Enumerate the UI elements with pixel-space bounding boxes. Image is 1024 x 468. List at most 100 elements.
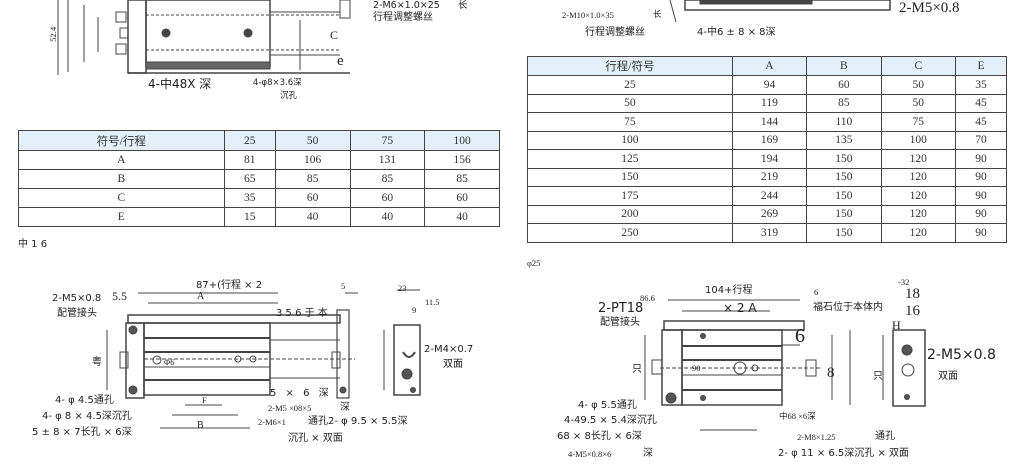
- top-left-cylinder-drawing: [57, 0, 351, 75]
- top-right-cylinder-drawing: [669, 0, 891, 23]
- screw-label-right: 行程调整螺丝: [585, 27, 645, 38]
- table-cell: 219: [731, 167, 808, 187]
- table-cell: 70: [955, 130, 1007, 150]
- dim-9: 9: [412, 305, 417, 315]
- through-hole-spec: 通孔2- φ 9.5 × 5.5深: [308, 416, 408, 427]
- label-a: A: [197, 291, 205, 302]
- table-cell: A: [18, 150, 225, 170]
- times2-a-label: × 2 A: [723, 301, 757, 315]
- hole-spec-right-4: 4-M5×0.8×6: [568, 449, 612, 459]
- table-cell: 35: [955, 75, 1007, 95]
- dim-height-label: 52.4: [48, 26, 59, 42]
- table-cell: E: [18, 207, 225, 227]
- screw-spec-label: 2-M6×1.0×25: [373, 0, 440, 11]
- dim-6-small: 6: [814, 287, 819, 297]
- table-cell: 106: [274, 150, 351, 170]
- table-cell: 90: [955, 223, 1007, 243]
- table-cell: 135: [806, 130, 882, 150]
- table-cell: 150: [806, 149, 882, 169]
- thread-spec-2: 2-M6×1: [258, 417, 286, 427]
- header-cell: B: [806, 56, 882, 76]
- dim-16: 16: [905, 303, 920, 319]
- table-cell: 119: [731, 93, 808, 113]
- screw-spec-label-right: 2-M10×1.0×35: [562, 10, 614, 20]
- table-cell: 269: [731, 204, 808, 224]
- total-length-label-right: 104+行程: [705, 285, 753, 296]
- header-cell: 50: [274, 130, 351, 151]
- table-cell: 90: [955, 149, 1007, 169]
- table-cell: 25: [527, 75, 733, 95]
- table-cell: 125: [527, 149, 733, 169]
- header-cell: 符号/行程: [18, 130, 225, 151]
- table-cell: 200: [527, 204, 733, 224]
- table-cell: 75: [880, 112, 957, 132]
- table-cell: 150: [806, 223, 882, 243]
- table-cell: 120: [880, 186, 957, 206]
- table-header-row: 符号/行程 25 50 75 100: [18, 130, 500, 151]
- table-cell: 156: [424, 150, 500, 170]
- hole-spec-right-1: 4- φ 5.5通孔: [578, 400, 637, 411]
- table-cell: 60: [424, 188, 500, 208]
- dia-6-label: Φ6: [164, 357, 175, 367]
- counterbore-spec: 沉孔 × 双面: [288, 433, 343, 444]
- table-cell: 45: [955, 112, 1007, 132]
- table-cell: 175: [527, 186, 733, 206]
- hole-spec-2: 4-φ8×3.6深: [253, 78, 302, 88]
- table-cell: 81: [223, 150, 276, 170]
- table-cell: 60: [806, 75, 882, 95]
- side-label-2: 只: [873, 371, 883, 382]
- port-label: 配管接头: [57, 308, 97, 319]
- table-cell: 85: [349, 169, 426, 189]
- table-cell: 94: [731, 75, 808, 95]
- side-label: 粤: [92, 357, 102, 368]
- table-cell: 90: [955, 167, 1007, 187]
- center-hole-spec: 中68 ×6深: [779, 411, 816, 421]
- table-cell: 50: [880, 93, 957, 113]
- hole-spec-right-2: 4-49.5 × 5.4深沉孔: [564, 415, 657, 426]
- hole-spec-right-3: 68 × 8长孔 × 6深: [557, 431, 642, 442]
- bottom-right-cylinder-drawing: [644, 299, 926, 431]
- table-cell: 131: [349, 150, 426, 170]
- side-both-label: 双面: [443, 359, 463, 370]
- label-f: F: [202, 395, 207, 405]
- table-cell: 194: [731, 149, 808, 169]
- dim-11-5: 11.5: [425, 297, 440, 307]
- counterbore-spec-right: 2- φ 11 × 6.5深沉孔 × 双面: [778, 448, 910, 459]
- header-cell: 行程/符号: [527, 56, 733, 76]
- table-cell: 120: [880, 149, 957, 169]
- bottom-left-cylinder-drawing: [106, 289, 421, 429]
- side-thread-spec: 2-M4×0.7: [424, 344, 474, 355]
- port-spec-right: 2-M5×0.8: [899, 0, 960, 16]
- header-cell: 75: [349, 130, 426, 151]
- thread-depth: 深: [340, 402, 350, 413]
- header-cell: E: [955, 56, 1007, 76]
- table-cell: 85: [806, 93, 882, 113]
- hole-spec-right: 4-中6 ± 8 × 8深: [697, 27, 776, 38]
- table-cell: 40: [424, 207, 500, 227]
- table-cell: 120: [880, 167, 957, 187]
- screw-label: 行程调整螺丝: [373, 12, 433, 23]
- dim-32: -32: [898, 277, 910, 287]
- table-cell: 169: [731, 130, 808, 150]
- table-cell: 60: [274, 188, 351, 208]
- table-cell: 100: [527, 130, 733, 150]
- header-cell: C: [880, 56, 957, 76]
- label-e: e: [337, 53, 344, 69]
- table-cell: 120: [880, 223, 957, 243]
- table-cell: 150: [806, 186, 882, 206]
- thread-spec-right: 2-M8×1.25: [797, 432, 836, 442]
- hole-spec-3: 5 ± 8 × 7长孔 × 6深: [32, 427, 132, 438]
- port-spec: 2-M5×0.8: [52, 293, 102, 304]
- header-cell: A: [731, 56, 808, 76]
- section-title-25: φ25: [527, 258, 541, 268]
- label-c: C: [330, 28, 339, 42]
- dim-90: 90: [692, 363, 701, 373]
